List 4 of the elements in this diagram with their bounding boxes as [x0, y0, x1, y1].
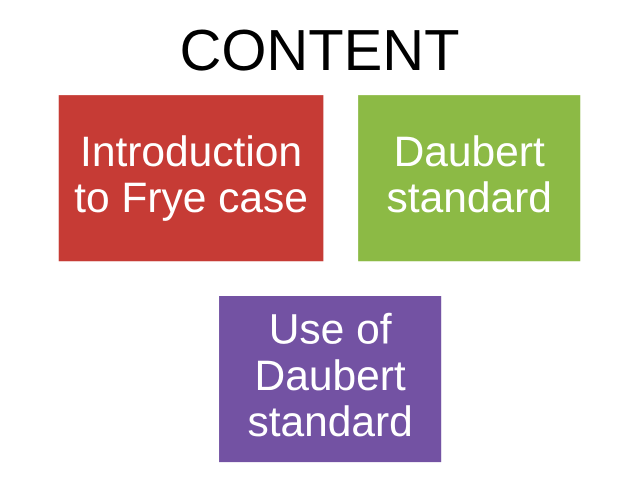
node-box: Daubert standard [358, 95, 580, 262]
node-box: Introduction to Frye case [58, 95, 323, 262]
diagram-title: CONTENT [178, 18, 460, 83]
node-box: Use of Daubert standard [218, 296, 441, 462]
